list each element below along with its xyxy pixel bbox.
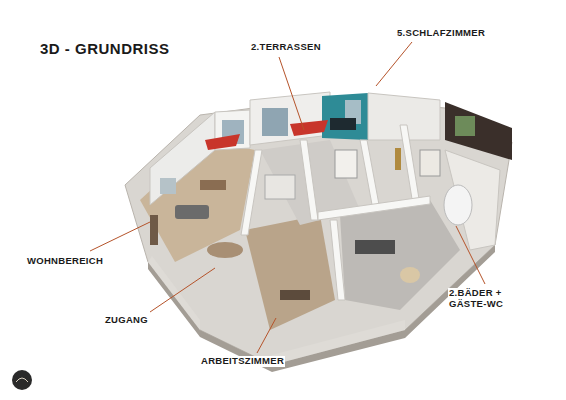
room-label: 5.SCHLAFZIMMER	[396, 28, 486, 39]
wall	[241, 150, 262, 235]
logo-mark	[16, 378, 28, 382]
room-label: ARBEITSZIMMER	[200, 356, 285, 367]
title: 3D - GRUNDRISS	[40, 40, 170, 57]
wall	[330, 220, 345, 300]
logo	[12, 370, 32, 390]
wood-floor	[245, 215, 335, 330]
tv-wall	[330, 118, 356, 130]
desk	[355, 240, 395, 254]
room-label: 2.BÄDER + GÄSTE-WC	[448, 288, 530, 310]
floor-slab	[125, 98, 512, 365]
room-label: 2.TERRASSEN	[250, 42, 322, 53]
window	[262, 108, 288, 136]
window	[160, 178, 176, 194]
wall	[150, 112, 215, 205]
sofa	[175, 205, 209, 219]
room-label: WOHNBEREICH	[26, 256, 104, 267]
leader-lines	[90, 42, 485, 353]
kitchen	[265, 175, 295, 199]
leader-line	[456, 226, 485, 284]
wall	[445, 150, 500, 250]
bed	[335, 150, 357, 178]
leader-line	[90, 222, 150, 251]
bed	[420, 150, 440, 176]
wall-teal	[322, 93, 368, 140]
lamp	[400, 267, 420, 283]
wall	[148, 256, 200, 330]
awning	[205, 134, 240, 150]
rug	[207, 242, 243, 258]
window	[455, 116, 475, 136]
wall	[272, 320, 405, 365]
wall-dark	[445, 102, 512, 160]
wall	[318, 196, 430, 220]
wall	[400, 125, 420, 205]
bathtub	[444, 185, 472, 225]
desk	[280, 290, 310, 300]
table	[200, 180, 226, 190]
room-label: ZUGANG	[104, 315, 149, 326]
wall	[300, 140, 318, 220]
wall	[360, 140, 380, 210]
awning	[290, 120, 328, 136]
leader-line	[150, 268, 215, 312]
floor-grey	[340, 200, 460, 310]
shelf	[395, 148, 401, 170]
leader-line	[257, 318, 276, 353]
leader-line	[279, 57, 304, 130]
shelf	[150, 215, 158, 245]
leader-line	[376, 42, 412, 86]
wall	[250, 92, 330, 145]
